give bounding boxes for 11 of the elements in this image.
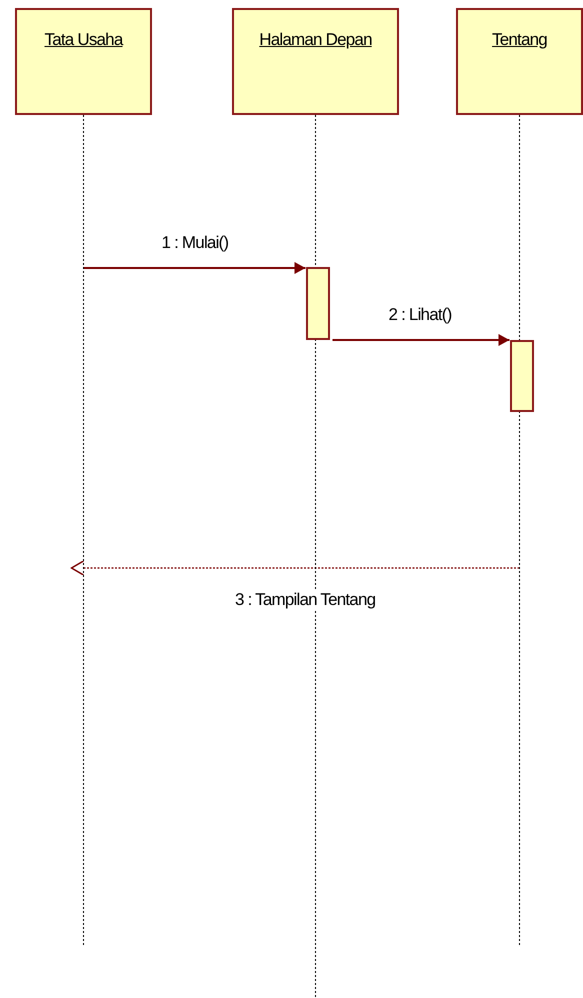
object-name: Tata Usaha bbox=[44, 30, 124, 50]
message-label: 3 : Tampilan Tentang bbox=[233, 590, 378, 610]
activation-bar bbox=[510, 340, 534, 412]
return-message-arrow bbox=[70, 560, 520, 576]
activation-bar bbox=[306, 267, 330, 340]
message-label: 2 : Lihat() bbox=[386, 305, 454, 325]
object-name: Halaman Depan bbox=[258, 30, 373, 50]
message-label: 1 : Mulai() bbox=[160, 233, 230, 253]
object-name: Tentang bbox=[491, 30, 548, 50]
message-arrow bbox=[84, 262, 306, 274]
message-arrow bbox=[332, 334, 510, 346]
